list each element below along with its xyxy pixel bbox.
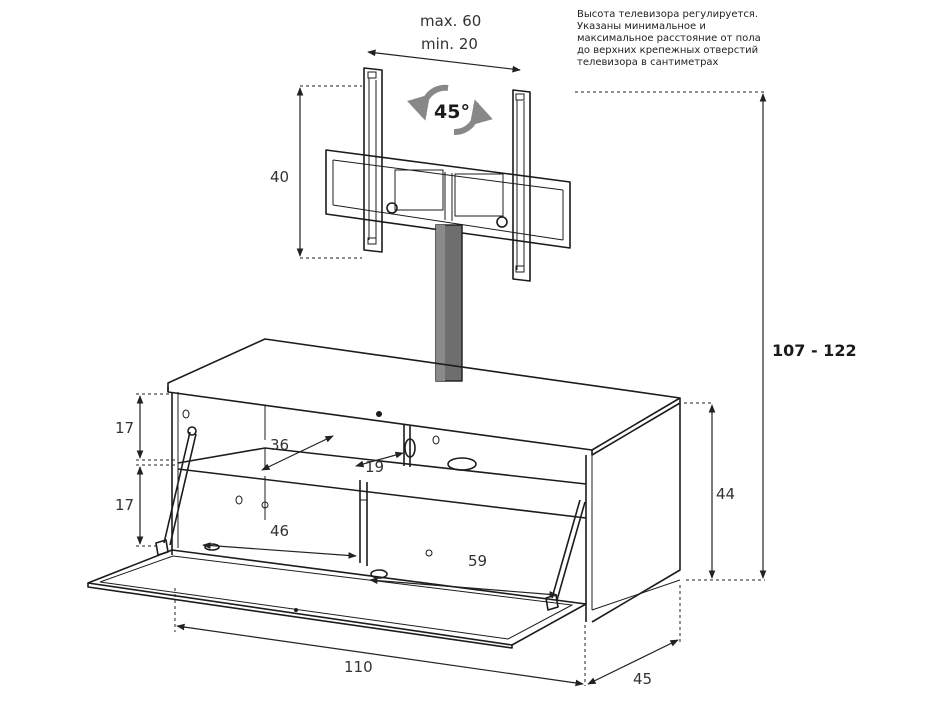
height-note: Высота телевизора регулируется. Указаны … [577, 9, 777, 69]
total-depth-label: 45 [633, 670, 652, 688]
cabinet-height-label: 44 [716, 485, 735, 503]
depth-mid-label: 19 [365, 458, 384, 476]
rotate-arrows-icon [407, 84, 493, 135]
width-left-label: 46 [270, 522, 289, 540]
depth-left-label: 36 [270, 436, 289, 454]
shelf-upper-label: 17 [115, 419, 134, 437]
width-right-label: 59 [468, 552, 487, 570]
tv-mount [325, 67, 571, 382]
rotation-label: 45° [434, 101, 470, 123]
note-line: Указаны минимальное и [577, 21, 706, 32]
total-height-label: 107 - 122 [772, 341, 857, 360]
shelf-lower-label: 17 [115, 496, 134, 514]
dimension-lines [136, 49, 767, 687]
min-width-label: min. 20 [421, 35, 478, 53]
note-line: Высота телевизора регулируется. [577, 9, 759, 20]
mount-height-label: 40 [270, 168, 289, 186]
note-line: максимальное расстояние от пола [577, 33, 761, 44]
max-width-label: max. 60 [420, 12, 481, 30]
total-width-label: 110 [344, 658, 373, 676]
cabinet [87, 338, 681, 649]
note-line: до верхних крепежных отверстий [577, 45, 759, 56]
note-line: телевизора в сантиметрах [577, 57, 719, 68]
